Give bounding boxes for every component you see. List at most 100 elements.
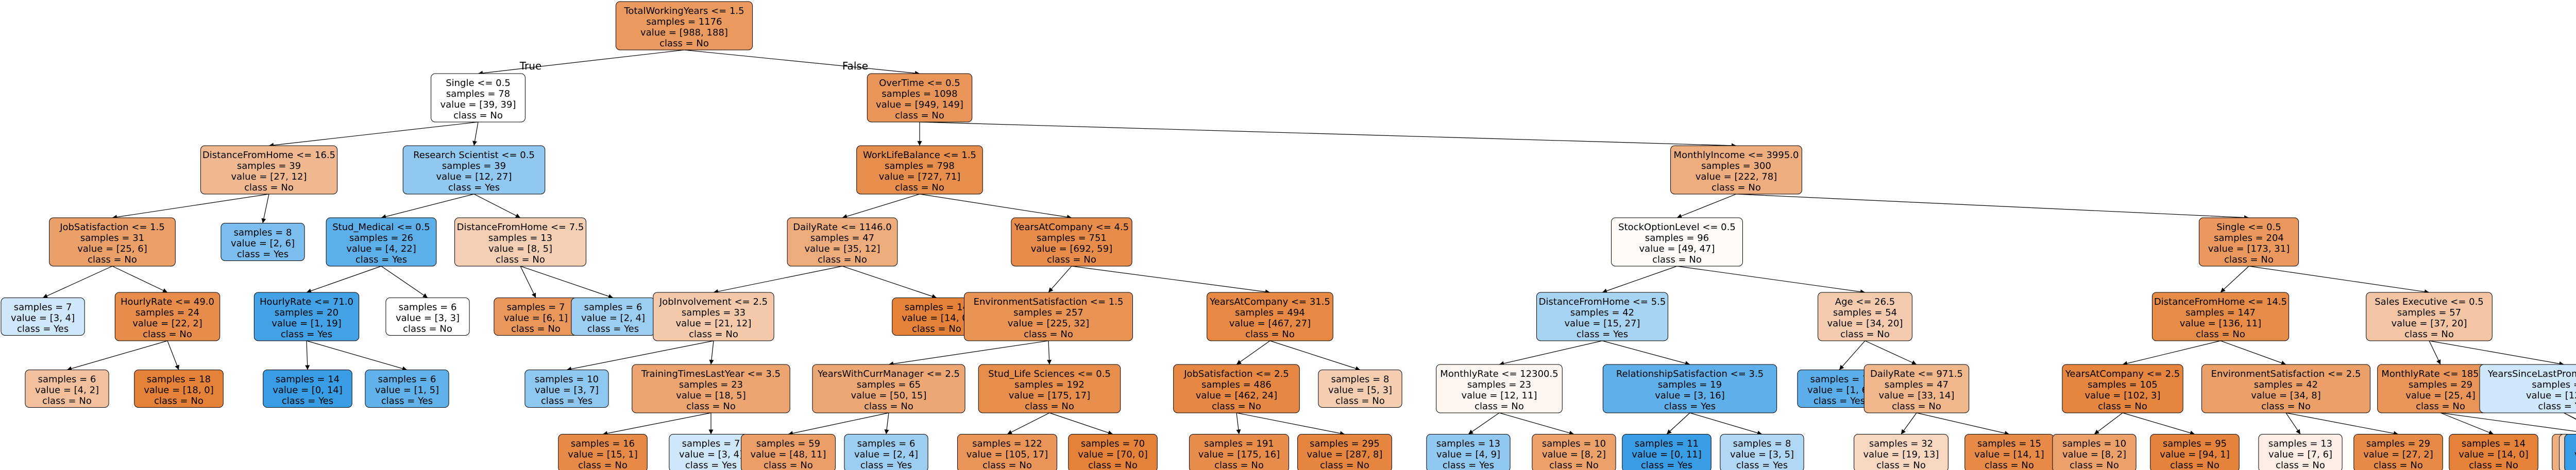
tree-node-line: samples = 20: [275, 307, 338, 318]
tree-node-line: value = [4, 22]: [346, 243, 416, 254]
tree-node-box: [49, 217, 176, 267]
tree-node-line: value = [0, 14]: [273, 385, 343, 396]
tree-node-line: class = No: [511, 324, 561, 335]
tree-node-line: MonthlyRate <= 18552.0: [2381, 369, 2499, 379]
tree-node-box: [1, 298, 85, 336]
tree-edge: [602, 412, 711, 435]
tree-edge: [2122, 340, 2221, 365]
tree-edge-arrowhead: [1667, 429, 1672, 434]
tree-node-box: [25, 370, 109, 408]
tree-node-line: samples = 70: [1081, 439, 1145, 449]
tree-node-line: class = No: [1876, 460, 1926, 470]
tree-node-line: class = No: [1892, 401, 1941, 412]
tree-edge: [306, 340, 308, 370]
tree-node-line: value = [8, 2]: [1542, 449, 1606, 460]
tree-node-line: value = [48, 11]: [751, 449, 826, 460]
tree-edge-arrowhead: [1236, 360, 1242, 364]
tree-node-line: samples = 751: [1037, 233, 1107, 243]
tree-edge: [1602, 340, 1690, 365]
tree-node-line: samples = 59: [756, 439, 820, 449]
tree-node-line: value = [25, 6]: [77, 243, 147, 254]
tree-node-box: [558, 434, 648, 470]
tree-node-line: value = [8, 2]: [2062, 449, 2126, 460]
tree-node-line: JobSatisfaction <= 1.5: [59, 222, 165, 233]
tree-node-line: samples = 7: [507, 302, 565, 313]
tree-node-line: samples = 15: [1977, 439, 2041, 449]
tree-node-line: class = No: [1025, 401, 1074, 412]
tree-node-line: value = [175, 16]: [1198, 449, 1280, 460]
tree-node-line: samples = 39: [237, 161, 301, 171]
tree-node-line: class = No: [42, 396, 92, 407]
tree-edge: [112, 194, 269, 218]
tree-node-line: value = [7, 6]: [2268, 449, 2332, 460]
tree-edge-arrowhead: [2296, 429, 2300, 434]
tree-node-box: [1536, 292, 1668, 341]
tree-node-line: value = [35, 12]: [805, 243, 880, 254]
tree-edge-arrowhead: [708, 429, 714, 434]
tree-edge-arrowhead: [2281, 360, 2286, 365]
tree-node-line: samples = 486: [1201, 379, 1272, 390]
tree-node-line: value = [988, 188]: [640, 27, 728, 38]
tree-node-line: class = No: [982, 460, 1032, 470]
tree-node-line: samples = 54: [1833, 307, 1897, 318]
tree-node-line: class = Yes: [2538, 401, 2576, 412]
tree-edge: [1468, 412, 1500, 434]
tree-node-line: EnvironmentSatisfaction <= 2.5: [2211, 369, 2361, 379]
tree-node-line: class = No: [2404, 329, 2454, 340]
tree-node-line: value = [3, 4]: [679, 449, 743, 460]
tree-node-line: value = [225, 32]: [1008, 318, 1089, 329]
tree-node-line: class = No: [895, 182, 944, 193]
tree-node-line: value = [14, 1]: [1974, 449, 2044, 460]
tree-edge: [2122, 412, 2195, 435]
tree-node-line: samples = 257: [1013, 307, 1083, 318]
tree-node-box: [1622, 434, 1711, 470]
tree-node-line: DistanceFromHome <= 16.5: [202, 150, 335, 161]
tree-node-line: StockOptionLevel <= 0.5: [1618, 222, 1736, 233]
tree-node-line: value = [12, 16]: [2526, 390, 2576, 401]
tree-node-line: YearsWithCurrManager <= 2.5: [817, 369, 960, 379]
tree-node-box: [1818, 292, 1912, 341]
tree-node-line: Stud_Life Sciences <= 0.5: [988, 369, 1111, 379]
tree-node-line: class = No: [2196, 329, 2245, 340]
tree-node-line: class = No: [2469, 460, 2518, 470]
tree-node-line: samples = 14: [2462, 439, 2526, 449]
tree-node-line: value = [18, 0]: [144, 385, 214, 396]
tree-node-box: [1720, 434, 1804, 470]
tree-node-line: Age <= 26.5: [1835, 297, 1895, 307]
tree-edge: [1736, 194, 2249, 218]
tree-node-line: value = [18, 5]: [676, 390, 746, 401]
tree-node-line: class = No: [1088, 460, 1138, 470]
tree-node-line: class = No: [1245, 329, 1295, 340]
tree-node-line: HourlyRate <= 49.0: [121, 297, 214, 307]
tree-node-line: class = No: [1475, 401, 1524, 412]
tree-node-line: class = No: [1320, 460, 1369, 470]
tree-edge: [520, 266, 614, 299]
tree-edge: [684, 49, 920, 74]
tree-edge-arrowhead: [931, 294, 937, 299]
edges-layer: [42, 49, 2576, 436]
tree-edge-arrowhead: [162, 288, 167, 293]
tree-edge: [2094, 412, 2123, 434]
tree-node-line: value = [33, 14]: [1879, 390, 1955, 401]
tree-node-line: samples = 6: [399, 302, 457, 313]
tree-edge: [66, 340, 168, 371]
tree-node-box: [2062, 364, 2183, 413]
tree-node-line: value = [94, 1]: [2160, 449, 2230, 460]
tree-node-line: value = [8, 5]: [488, 243, 552, 254]
tree-node-box: [1426, 434, 1511, 470]
tree-node-line: value = [27, 12]: [231, 171, 307, 182]
